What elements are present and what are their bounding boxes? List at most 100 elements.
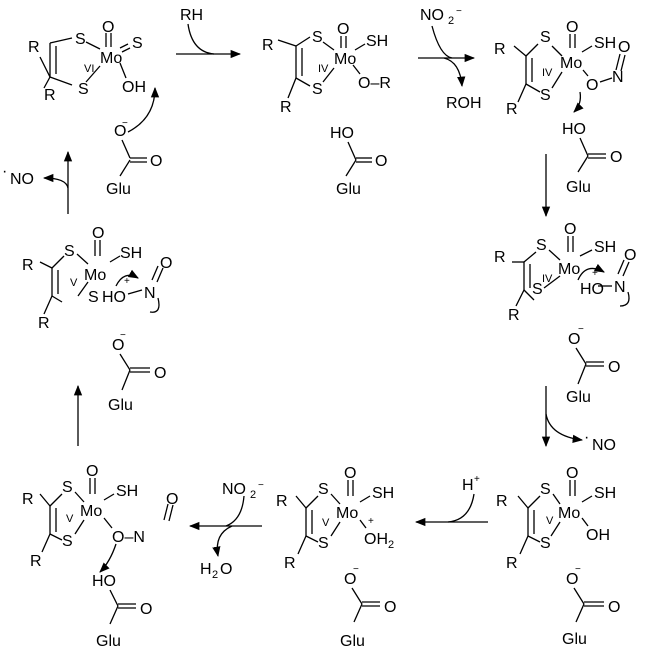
complex-mo-v-hydroxo: R R S S Mo V O SH OH xyxy=(496,465,616,572)
negative-charge: − xyxy=(120,330,126,341)
r-substituent: R xyxy=(38,315,50,332)
protonated-nitrite-oxygen: HO xyxy=(102,289,126,306)
carbonyl-oxygen: O xyxy=(610,149,622,166)
oxidation-state-label: V xyxy=(322,517,330,529)
sulfur-atom: S xyxy=(78,81,89,98)
carbonyl-oxygen: O xyxy=(375,153,387,170)
complex-mo-v-aqua: R R S S Mo V O SH + OH 2 xyxy=(276,465,394,572)
glu-label: Glu xyxy=(108,397,133,414)
oxo-atom: O xyxy=(92,225,104,242)
oxidation-state-label: V xyxy=(546,515,554,527)
nitrite-terminal-oxygen: O xyxy=(624,247,636,264)
aqua-ligand: OH xyxy=(364,531,388,548)
electron-push-arrow xyxy=(577,263,605,281)
glu-label: Glu xyxy=(96,633,121,650)
product-nitric-oxide: NO xyxy=(592,437,616,454)
r-substituent: R xyxy=(494,249,506,266)
hydroxyl-group: HO xyxy=(330,125,354,142)
reagent-curve xyxy=(187,23,215,55)
glutamate-carboxylate: O − O Glu xyxy=(562,564,620,648)
glu-label: Glu xyxy=(106,181,131,198)
electron-push-arrow xyxy=(115,269,139,287)
nitrite-terminal-oxygen: O xyxy=(166,491,178,508)
r-substituent: R xyxy=(506,555,518,572)
hydroxo-ligand: OH xyxy=(122,79,146,96)
oxidation-state-label: V xyxy=(66,513,74,525)
oxidation-state-label: IV xyxy=(318,63,329,75)
molybdenum-atom: Mo xyxy=(84,267,106,284)
oxo-atom: O xyxy=(564,221,576,238)
complex-mo-iv-protonated-nitrite: R R S S Mo IV O SH HO + N O xyxy=(494,221,636,324)
nitric-oxide-radical-dot: · xyxy=(2,163,7,180)
molybdenum-atom: Mo xyxy=(336,505,358,522)
molybdenum-atom: Mo xyxy=(560,55,582,72)
nitrite-terminal-oxygen: O xyxy=(160,255,172,272)
sulfhydryl-ligand: SH xyxy=(594,485,616,502)
carboxylate-oxygen: O xyxy=(112,337,124,354)
reagent-nitrite: NO xyxy=(420,7,444,24)
sulfur-atom: S xyxy=(64,243,75,260)
reagent-rh: RH xyxy=(180,7,203,24)
sulfido-atom: S xyxy=(132,35,143,52)
hydroxyl-group: HO xyxy=(562,121,586,138)
subscript-2: 2 xyxy=(448,15,454,27)
subscript-2: 2 xyxy=(212,569,218,581)
r-substituent: R xyxy=(508,307,520,324)
electron-push-arrow xyxy=(149,297,160,313)
alkoxide-ligand: O–R xyxy=(358,75,391,92)
reagent-curve xyxy=(225,495,245,527)
sulfur-atom: S xyxy=(75,31,86,48)
glutamic-acid: HO O Glu xyxy=(562,121,622,196)
carboxylate-oxygen: O xyxy=(568,331,580,348)
sulfur-atom: S xyxy=(540,481,551,498)
electron-push-arrow xyxy=(99,543,117,573)
carboxylate-oxygen: O xyxy=(344,571,356,588)
sulfur-atom: S xyxy=(312,29,323,46)
negative-charge: − xyxy=(578,324,584,335)
r-substituent: R xyxy=(284,555,296,572)
hydroxyl-group: HO xyxy=(92,573,116,590)
reagent-curve xyxy=(431,25,453,59)
product-curve xyxy=(42,173,69,189)
carbonyl-oxygen: O xyxy=(608,599,620,616)
r-substituent: R xyxy=(494,41,506,58)
sulfur-atom: S xyxy=(88,289,99,306)
product-water-oxygen: O xyxy=(220,561,232,578)
sulfur-atom: S xyxy=(540,535,551,552)
sulfur-atom: S xyxy=(540,87,551,104)
subscript-2: 2 xyxy=(388,539,394,551)
sulfhydryl-ligand: SH xyxy=(116,483,138,500)
oxo-atom: O xyxy=(337,21,349,38)
product-water: H xyxy=(200,561,212,578)
sulfur-atom: S xyxy=(318,535,329,552)
sulfur-atom: S xyxy=(536,237,547,254)
negative-charge: − xyxy=(456,6,462,17)
molybdenum-atom: Mo xyxy=(334,51,356,68)
glutamate-carboxylate: O − O Glu xyxy=(108,330,166,414)
complex-mo-iv-alkoxide: R R S S Mo IV O SH O–R xyxy=(262,21,391,116)
protonated-nitrite-oxygen: HO xyxy=(580,281,604,298)
nitrite-oxygen: O xyxy=(586,77,598,94)
complex-mo-v-protonated-nitrite: R R S S Mo V O SH HO + N O xyxy=(22,225,172,332)
product-curve xyxy=(212,525,233,558)
glu-label: Glu xyxy=(566,389,591,406)
positive-charge: + xyxy=(592,268,598,279)
sulfur-atom: S xyxy=(62,479,73,496)
product-nitric-oxide: NO xyxy=(10,171,34,188)
carbonyl-oxygen: O xyxy=(384,599,396,616)
glu-label: Glu xyxy=(336,181,361,198)
nitrite-terminal-oxygen: O xyxy=(618,39,630,56)
r-substituent: R xyxy=(276,493,288,510)
nitrite-nitrogen: N xyxy=(144,285,156,302)
glutamate-carboxylate: O − O Glu xyxy=(340,564,396,650)
electron-push-arrow xyxy=(573,91,584,113)
complex-mo-vi-oxo-sulfido: R R S S Mo VI O S OH xyxy=(28,19,146,104)
hydroxo-ligand: OH xyxy=(586,527,610,544)
product-curve xyxy=(443,57,466,88)
molybdenum-atom: Mo xyxy=(558,505,580,522)
negative-charge: − xyxy=(122,118,128,129)
sulfur-atom: S xyxy=(312,81,323,98)
r-substituent: R xyxy=(22,491,34,508)
glu-label: Glu xyxy=(566,179,591,196)
